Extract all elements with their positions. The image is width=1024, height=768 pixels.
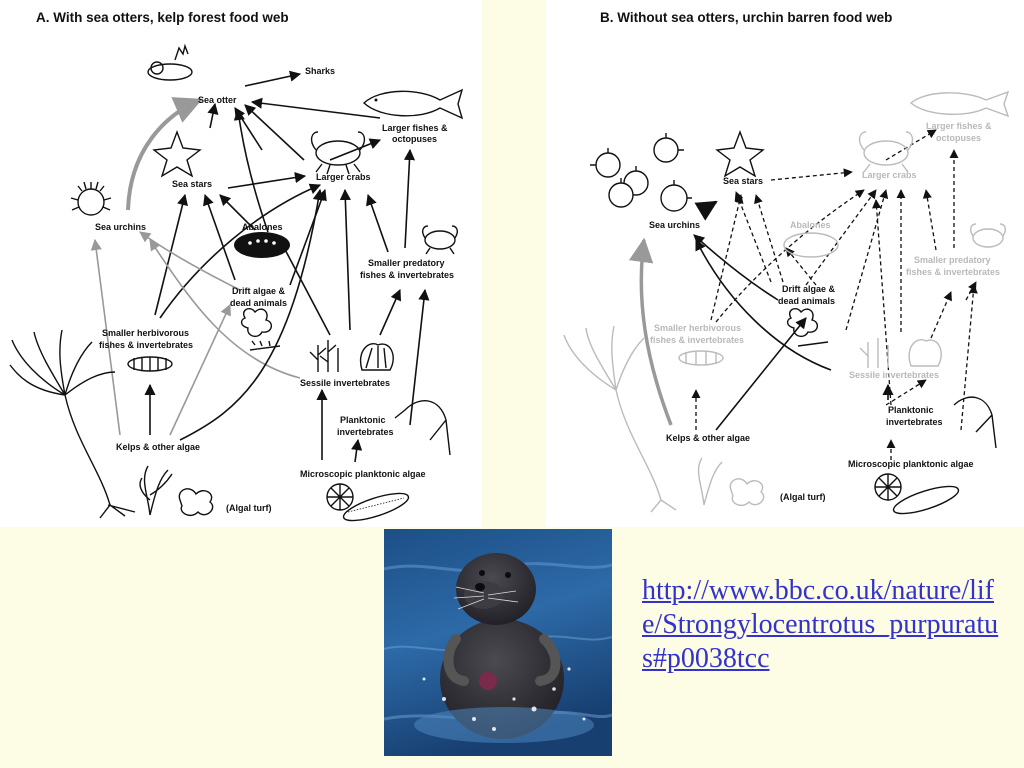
drift-algae-icon [240,308,281,351]
sea-otter-photo [384,529,612,756]
label-smaller-herbivorous: Smaller herbivorous [102,328,189,338]
label-kelps-b: Kelps & other algae [666,433,750,443]
faded-crab-icon [858,131,914,173]
sea-otter-icon [147,43,193,81]
food-web-labels-b: Larger fishes & octopuses Sea stars Larg… [649,121,1000,502]
label-drift-algae: Drift algae & [232,286,286,296]
label-microscopic-algae: Microscopic planktonic algae [300,469,426,479]
food-web-edges-a [90,70,430,463]
label-larger-fishes-b: Larger fishes & [926,121,992,131]
label-sharks: Sharks [305,66,335,76]
sea-star-icon-b [715,130,765,178]
label-larger-crabs: Larger crabs [316,172,371,182]
panel-a-title: A. With sea otters, kelp forest food web [36,10,289,25]
label-smaller-herbivorous-2-b: fishes & invertebrates [650,335,744,345]
label-algal-turf-b: (Algal turf) [780,492,826,502]
label-planktonic-2: invertebrates [337,427,394,437]
small-crab-icon [421,225,459,255]
label-microscopic-algae-b: Microscopic planktonic algae [848,459,974,469]
sea-otter-photo-art [384,529,612,756]
label-smaller-predatory: Smaller predatory [368,258,445,268]
faded-sessile-icon [859,338,942,368]
crab-icon [310,131,366,175]
panel-b-title: B. Without sea otters, urchin barren foo… [600,10,892,25]
herbivorous-fish-icon [127,356,173,372]
algal-turf-icon [139,465,214,516]
sessile-invertebrates-icon [309,340,394,372]
faded-abalone-icon [783,232,839,258]
faded-fish-icon [909,90,1010,118]
food-web-without-otters-panel: B. Without sea otters, urchin barren foo… [546,0,1024,527]
planktonic-invertebrate-icon-b [953,396,997,449]
faded-kelp-icon [563,325,677,513]
food-web-diagram-b: B. Without sea otters, urchin barren foo… [563,10,1010,515]
label-sea-stars-b: Sea stars [723,176,763,186]
food-web-with-otters-panel: A. With sea otters, kelp forest food web [0,0,482,527]
planktonic-invertebrate-icon [394,400,451,456]
label-dead-animals-b: dead animals [778,296,835,306]
faded-algal-turf-icon [697,457,765,506]
abalone-icon [234,232,290,258]
microscopic-algae-icon-b [874,473,960,515]
drift-algae-icon-b [786,308,829,347]
label-sea-stars: Sea stars [172,179,212,189]
food-web-labels-a: Sharks Sea otter Larger fishes & octopus… [95,66,454,513]
label-smaller-predatory-2-b: fishes & invertebrates [906,267,1000,277]
label-smaller-herbivorous-2: fishes & invertebrates [99,340,193,350]
food-web-edges-b [628,129,978,460]
label-smaller-predatory-b: Smaller predatory [914,255,991,265]
food-web-diagram-a: A. With sea otters, kelp forest food web [9,10,464,522]
sea-star-icon [152,130,202,178]
label-smaller-herbivorous-b: Smaller herbivorous [654,323,741,333]
sea-urchin-icon [70,181,112,216]
label-planktonic-b: Planktonic [888,405,934,415]
label-sessile-invertebrates: Sessile invertebrates [300,378,390,388]
label-dead-animals: dead animals [230,298,287,308]
label-abalones-b: Abalones [790,220,831,230]
label-sea-urchins: Sea urchins [95,222,146,232]
label-smaller-predatory-2: fishes & invertebrates [360,270,454,280]
label-octopuses-b: octopuses [936,133,981,143]
label-larger-crabs-b: Larger crabs [862,170,917,180]
label-planktonic: Planktonic [340,415,386,425]
label-abalones: Abalones [242,222,283,232]
source-link[interactable]: http://www.bbc.co.uk/nature/life/Strongy… [642,575,999,674]
label-sea-urchins-b: Sea urchins [649,220,700,230]
label-drift-algae-b: Drift algae & [782,284,836,294]
label-planktonic-2-b: invertebrates [886,417,943,427]
label-sessile-invertebrates-b: Sessile invertebrates [849,370,939,380]
label-sea-otter: Sea otter [198,95,237,105]
faded-small-crab-icon [969,223,1007,248]
microscopic-algae-icon [326,483,410,522]
label-algal-turf: (Algal turf) [226,503,272,513]
label-larger-fishes: Larger fishes & [382,123,448,133]
larger-fish-icon [362,88,464,120]
kelp-icon [9,329,136,519]
faded-herbivorous-fish-icon [678,350,724,366]
sea-urchins-icon-b [590,133,692,212]
label-kelps: Kelps & other algae [116,442,200,452]
label-octopuses: octopuses [392,134,437,144]
